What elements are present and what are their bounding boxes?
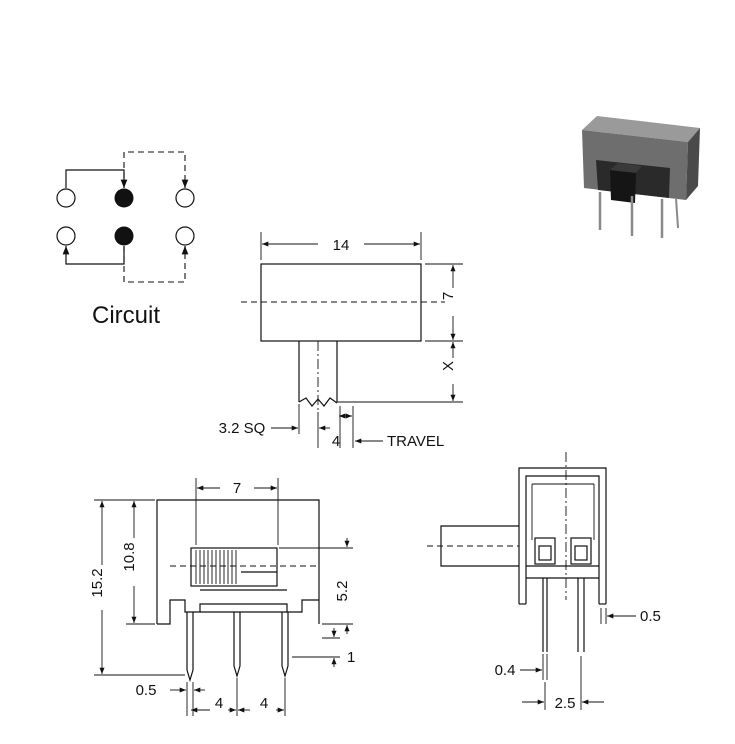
front-view: 7 15.2 10.8 5.2 1 0.5: [89, 478, 355, 716]
dim-row-spacing-2-5: 2.5: [555, 695, 576, 712]
actuator-break: [298, 397, 338, 407]
contact-path-top-dashed: [123, 151, 186, 188]
dim-lever-5-2: 5.2: [334, 581, 351, 602]
dim-offset-1: 1: [347, 649, 355, 666]
travel-label: TRAVEL: [387, 433, 444, 450]
side-pins: [542, 578, 585, 652]
dim-body-10-8: 10.8: [121, 542, 138, 571]
side-housing-outline: [518, 467, 607, 604]
slide-lever: [190, 547, 278, 587]
dim-travel-4: 4: [332, 433, 340, 450]
dim-total-15-2: 15.2: [89, 568, 106, 597]
top-view: 14 7 X 3.2 SQ 4 TRAVEL: [219, 232, 463, 450]
dim-pin-0-5: 0.5: [136, 682, 157, 699]
dim-width-14: 14: [333, 237, 350, 254]
dim-stroke-x: X: [440, 361, 457, 371]
terminal-common-bottom: [114, 226, 134, 246]
circuit-label: Circuit: [92, 302, 160, 329]
dim-pitch-right-4: 4: [260, 695, 268, 712]
contact-path-bottom-solid: [62, 246, 125, 265]
side-view: 0.5 0.4 2.5: [427, 452, 661, 712]
dim-top-7: 7: [233, 480, 241, 497]
knob-ridges: [195, 550, 237, 584]
terminal-right-bottom: [175, 226, 195, 246]
front-body-outline: [156, 499, 320, 624]
terminal-left-top: [56, 188, 76, 208]
dim-actuator-3-2-sq: 3.2 SQ: [219, 420, 266, 437]
dim-pitch-left-4: 4: [215, 695, 223, 712]
product-photo: [582, 116, 700, 238]
terminal-left-bottom: [56, 226, 76, 246]
circuit-diagram: Circuit: [56, 151, 195, 329]
dim-pin-thickness-0-4: 0.4: [495, 662, 516, 679]
dim-height-7: 7: [440, 292, 457, 300]
terminal-right-top: [175, 188, 195, 208]
contact-path-bottom-dashed: [123, 246, 186, 283]
dim-pin-gap-0-5: 0.5: [640, 608, 661, 625]
terminal-common-top: [114, 188, 134, 208]
contact-path-top-solid: [65, 169, 128, 188]
front-pins: [186, 612, 289, 683]
